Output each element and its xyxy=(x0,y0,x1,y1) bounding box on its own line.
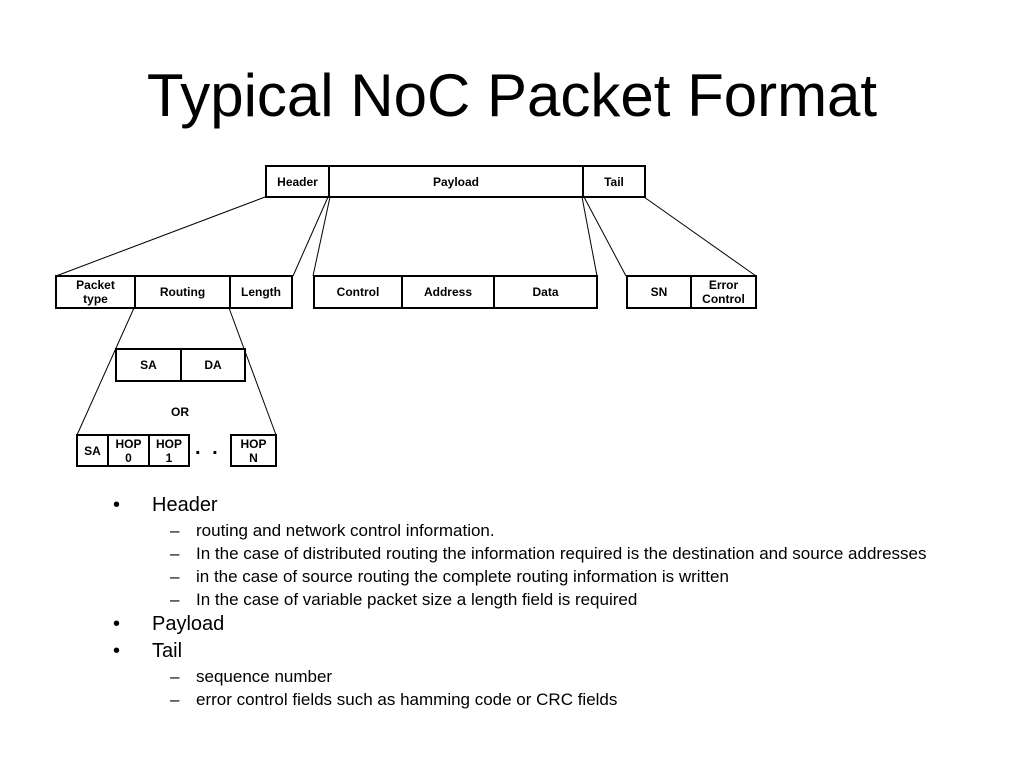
dash-marker: – xyxy=(170,544,180,563)
sub-bullet-text: routing and network control information. xyxy=(196,521,495,540)
sub-bullet-text: In the case of distributed routing the i… xyxy=(196,544,927,563)
or-label: OR xyxy=(171,405,189,419)
line-tail-right xyxy=(643,196,757,277)
sub-bullet: – in the case of source routing the comp… xyxy=(110,567,990,586)
sa-field: SA xyxy=(115,348,182,382)
sub-bullet: – sequence number xyxy=(110,667,990,686)
bullet-payload: • Payload xyxy=(110,612,990,636)
bullet-marker: • xyxy=(113,640,121,662)
sub-bullet: – routing and network control informatio… xyxy=(110,521,990,540)
packet-type-field: Packet type xyxy=(55,275,136,309)
dash-marker: – xyxy=(170,567,180,586)
bullet-text: Tail xyxy=(152,640,183,662)
sub-bullet-text: error control fields such as hamming cod… xyxy=(196,690,618,709)
line-payload-right xyxy=(581,196,598,277)
hopn-field: HOP N xyxy=(230,434,277,467)
bullet-header: • Header xyxy=(110,493,990,517)
da-field: DA xyxy=(180,348,246,382)
dash-marker: – xyxy=(170,590,180,609)
line-header-right xyxy=(292,196,329,277)
line-header-left xyxy=(55,196,266,277)
sub-bullet: – In the case of distributed routing the… xyxy=(110,544,990,563)
line-tail-left xyxy=(583,196,627,277)
hop-ellipsis: . . . xyxy=(195,437,238,459)
sub-bullet: – error control fields such as hamming c… xyxy=(110,690,990,709)
source-sa-field: SA xyxy=(76,434,109,467)
line-routing-right xyxy=(228,307,277,436)
bullet-text: Header xyxy=(152,494,218,516)
data-field: Data xyxy=(493,275,598,309)
sn-field: SN xyxy=(626,275,692,309)
sub-bullet: – In the case of variable packet size a … xyxy=(110,590,990,609)
sub-bullet-text: In the case of variable packet size a le… xyxy=(196,590,638,609)
dash-marker: – xyxy=(170,690,180,709)
bullet-text: Payload xyxy=(152,613,225,635)
hop0-field: HOP 0 xyxy=(107,434,150,467)
length-field: Length xyxy=(229,275,293,309)
bullet-tail: • Tail xyxy=(110,639,990,663)
bullet-marker: • xyxy=(113,613,121,635)
slide-title: Typical NoC Packet Format xyxy=(146,62,878,129)
tail-field: Tail xyxy=(582,165,646,198)
error-control-field: Error Control xyxy=(690,275,757,309)
line-routing-left xyxy=(76,307,135,436)
payload-field: Payload xyxy=(328,165,584,198)
line-payload-left xyxy=(312,196,331,277)
header-field: Header xyxy=(265,165,330,198)
sub-bullet-text: sequence number xyxy=(196,667,333,686)
address-field: Address xyxy=(401,275,495,309)
control-field: Control xyxy=(313,275,403,309)
bullet-list: • Header – routing and network control i… xyxy=(110,490,990,709)
dash-marker: – xyxy=(170,667,180,686)
routing-field: Routing xyxy=(134,275,231,309)
sub-bullet-text: in the case of source routing the comple… xyxy=(196,567,729,586)
dash-marker: – xyxy=(170,521,180,540)
bullet-marker: • xyxy=(113,494,121,516)
hop1-field: HOP 1 xyxy=(148,434,190,467)
